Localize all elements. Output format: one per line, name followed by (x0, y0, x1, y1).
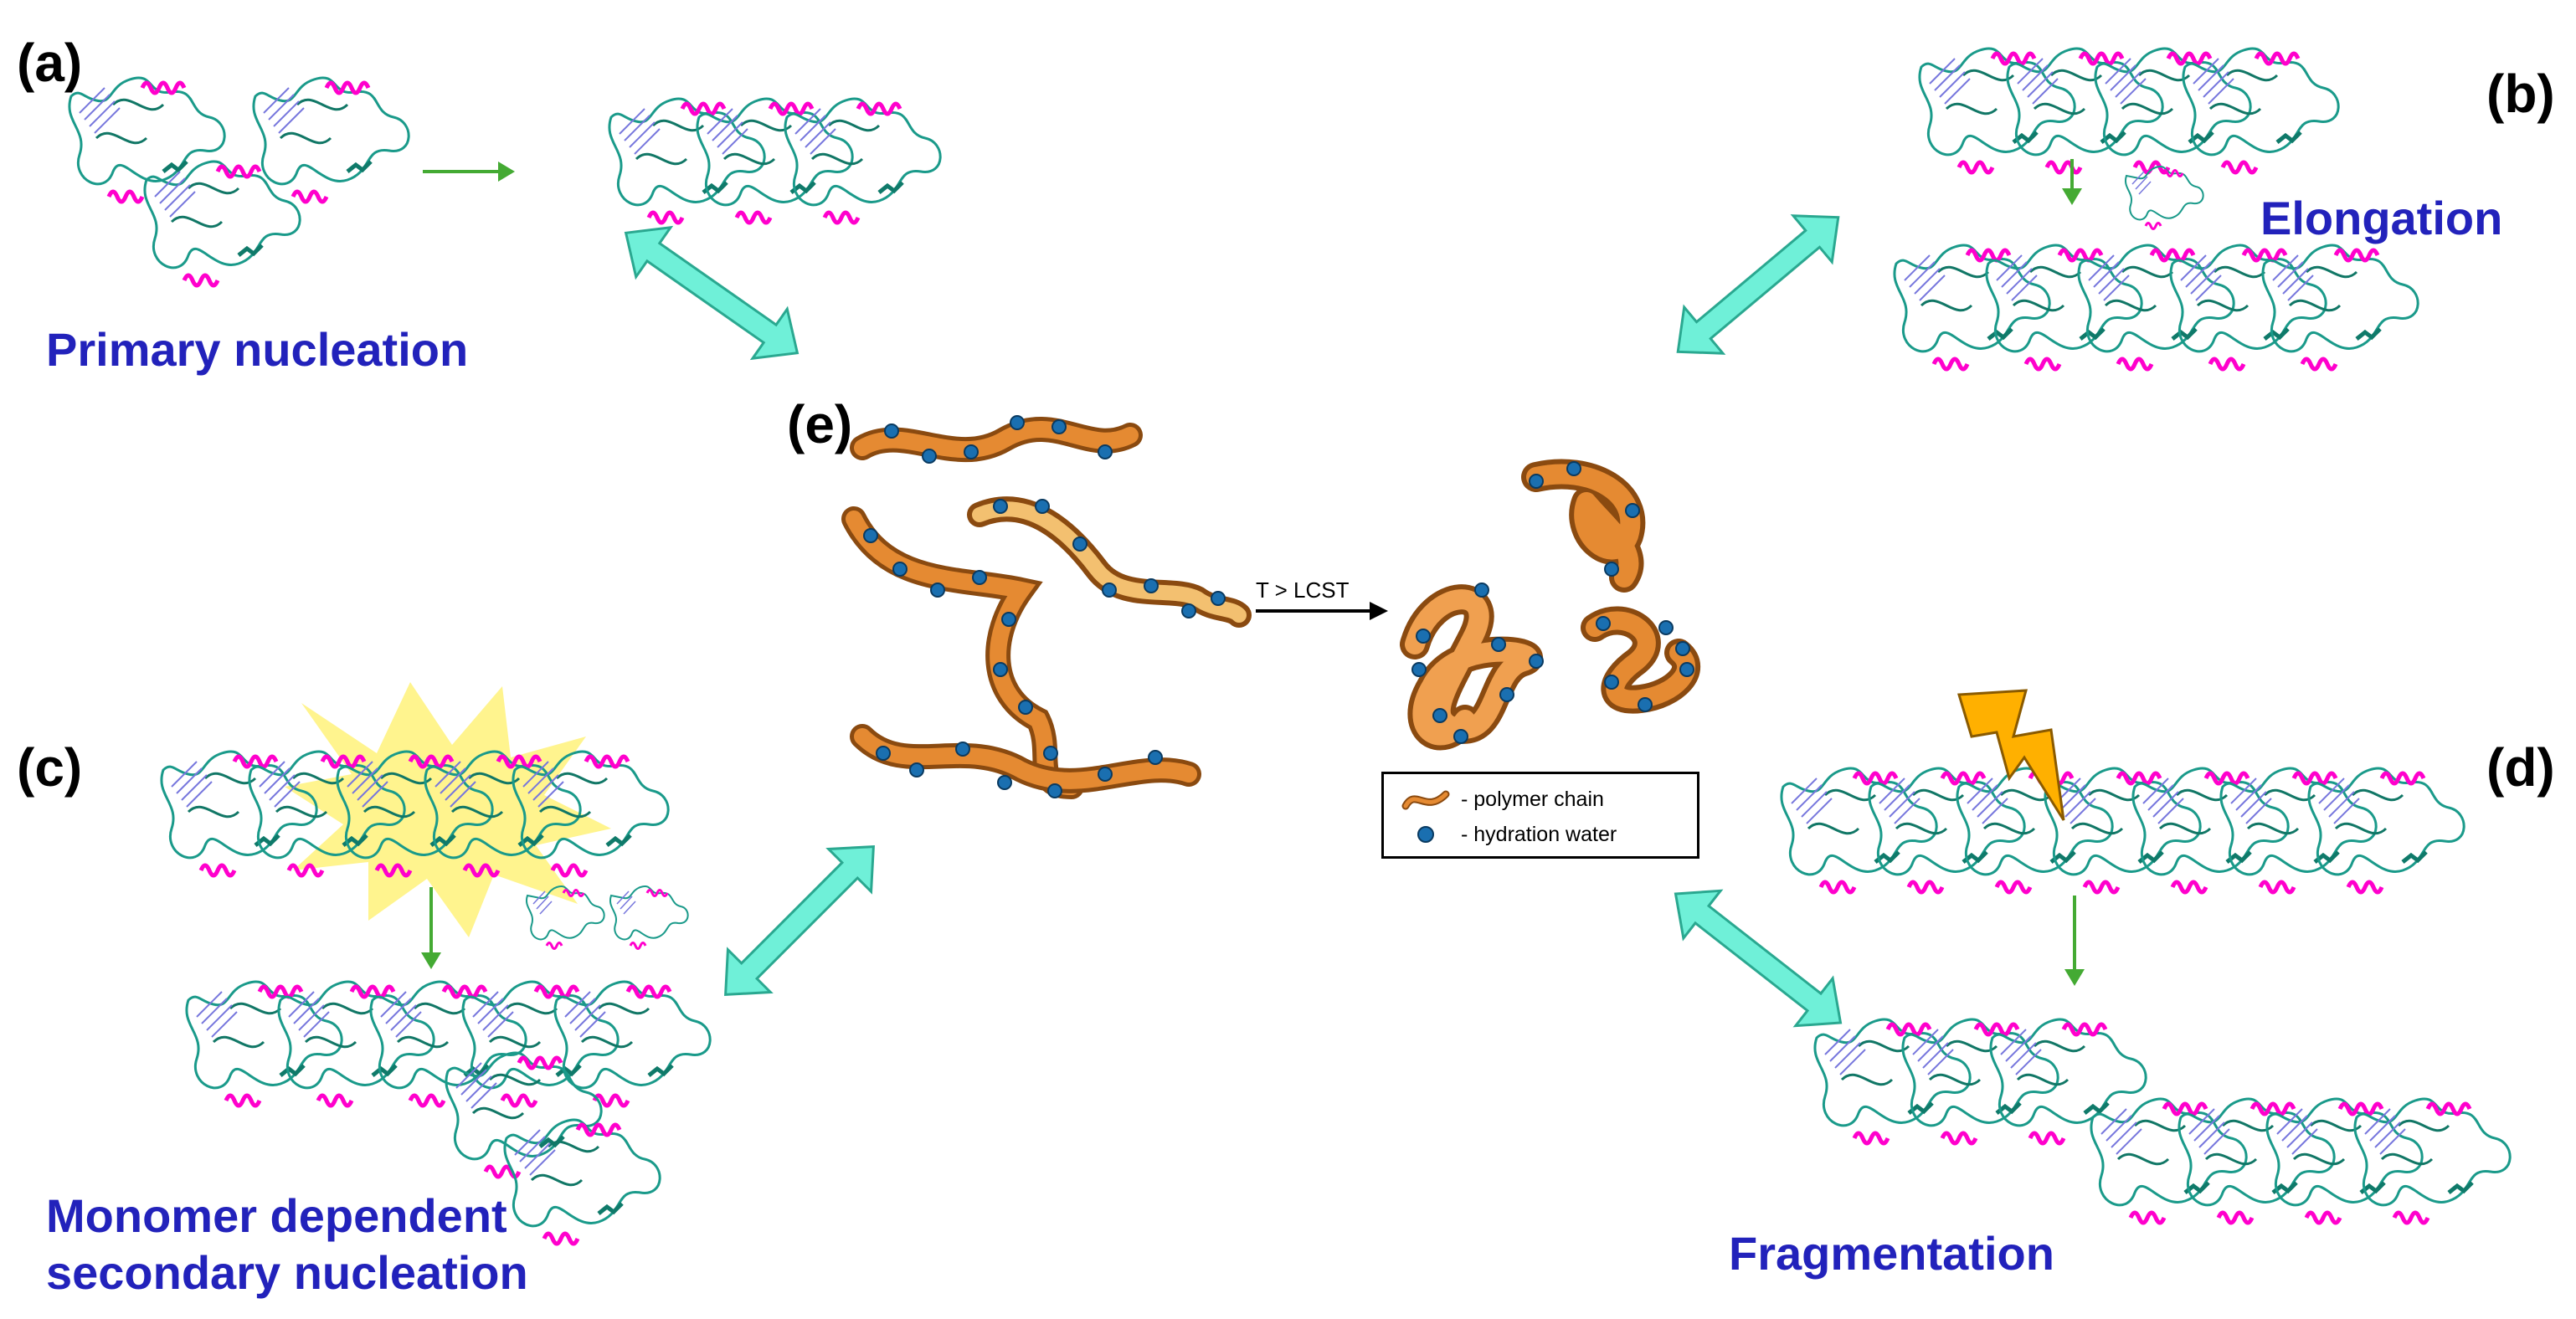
arrow-a-to-e (607, 207, 816, 379)
elongation-title: Elongation (2260, 192, 2503, 244)
fragmentation-title: Fragmentation (1729, 1227, 2054, 1280)
legend-item-water: - hydration water (1401, 818, 1617, 851)
polymer-chain-icon (1401, 790, 1450, 810)
lightning-bolt-icon (1957, 689, 2065, 821)
panel-label-d: (d) (2486, 737, 2555, 798)
panel-b-monomer (2124, 165, 2205, 230)
panel-label-b: (b) (2486, 64, 2555, 124)
arrow-b-to-center (1657, 192, 1859, 377)
panel-d-fragment-right (2091, 1099, 2510, 1223)
panel-d-fibril-top (1782, 768, 2464, 892)
legend-water-label: - hydration water (1461, 822, 1617, 846)
arrow-c-to-e (702, 824, 897, 1018)
legend-chain-label: - polymer chain (1461, 787, 1604, 811)
secondary-nucleation-title-line1: Monomer dependent (46, 1189, 507, 1242)
panel-d-green-arrow (2064, 896, 2085, 986)
transition-arrow (1256, 602, 1388, 620)
panel-a-monomers (69, 78, 409, 285)
legend: - polymer chain - hydration water (1381, 772, 1699, 859)
panel-label-e: (e) (787, 394, 853, 454)
extended-chain-water (863, 415, 1226, 798)
panel-label-c: (c) (17, 737, 83, 798)
panel-c-green-arrow (421, 887, 441, 969)
panel-a-green-arrow (423, 162, 515, 182)
panel-b-fibril-top (1920, 49, 2338, 172)
panel-c-fibril-bottom (187, 982, 710, 1106)
panel-c-monomers (525, 885, 690, 950)
panel-d-fragment-left (1815, 1019, 2146, 1143)
hydration-water-icon (1417, 826, 1434, 843)
collapsed-polymer-globules (1400, 459, 1701, 751)
panel-b-fibril-bottom (1895, 245, 2418, 369)
primary-nucleation-title: Primary nucleation (46, 323, 469, 376)
legend-item-chain: - polymer chain (1401, 783, 1604, 816)
panel-label-a: (a) (17, 33, 83, 93)
panel-c-burst (285, 682, 611, 937)
collapsed-globule-water (1411, 461, 1694, 744)
arrow-d-to-center (1655, 869, 1861, 1048)
extended-polymer-chains (841, 417, 1252, 799)
panel-a-nucleus (609, 99, 940, 223)
secondary-nucleation-title-line2: secondary nucleation (46, 1246, 528, 1299)
transition-label: T > LCST (1256, 577, 1350, 603)
panel-b-green-arrow (2062, 159, 2082, 205)
